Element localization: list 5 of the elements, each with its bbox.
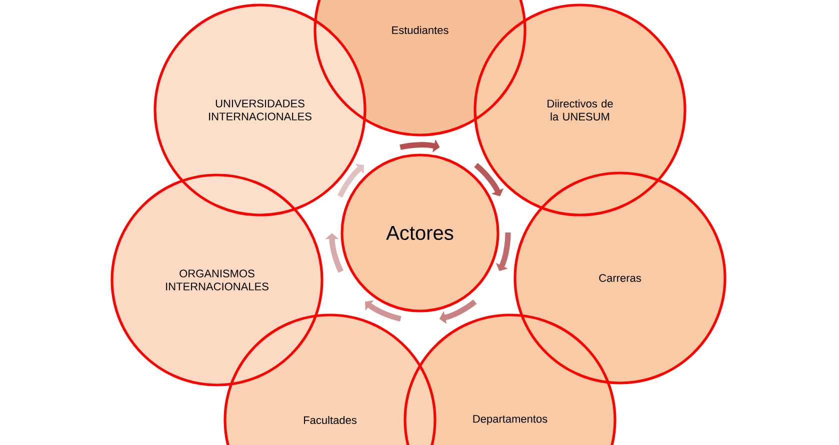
circle-node: UNIVERSIDADES INTERNACIONALES — [154, 4, 366, 216]
circle-node: Diirectivos de la UNESUM — [474, 4, 686, 216]
circle-node: Carreras — [514, 172, 726, 384]
circle-node: ORGANISMOS INTERNACIONALES — [110, 174, 324, 386]
circle-node: Actores — [340, 154, 500, 312]
